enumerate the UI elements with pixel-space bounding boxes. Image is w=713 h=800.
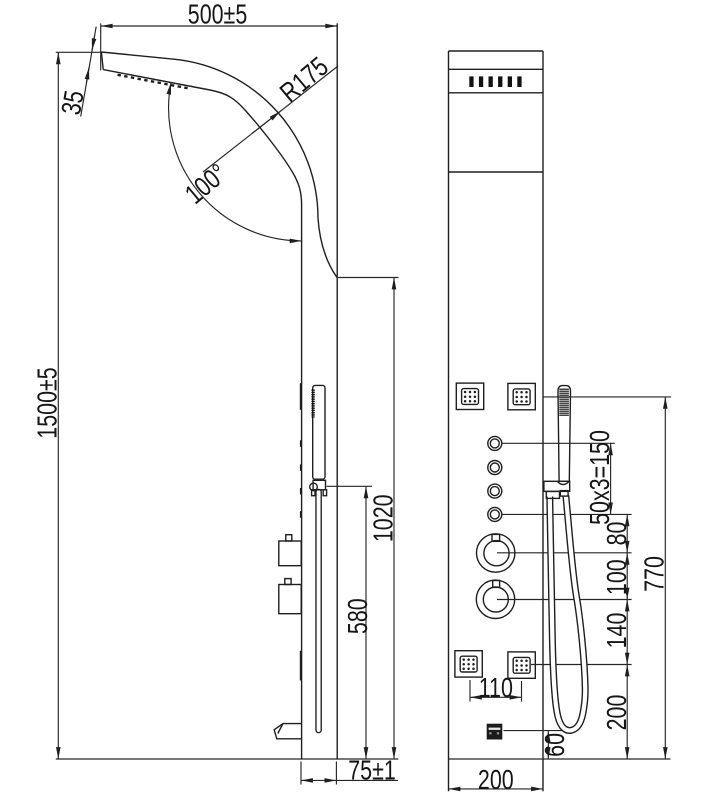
svg-text:200: 200 [602, 695, 632, 731]
svg-text:110: 110 [479, 674, 513, 704]
svg-text:770: 770 [640, 556, 670, 592]
svg-text:200: 200 [478, 766, 514, 796]
svg-text:35: 35 [57, 88, 91, 117]
svg-text:580: 580 [344, 598, 374, 634]
svg-text:1020: 1020 [369, 494, 399, 542]
svg-text:80: 80 [602, 522, 632, 546]
svg-text:1500±5: 1500±5 [33, 367, 63, 438]
svg-text:75±1: 75±1 [348, 756, 396, 786]
svg-text:60: 60 [540, 733, 570, 757]
svg-text:500±5: 500±5 [188, 0, 247, 30]
svg-text:100: 100 [602, 559, 632, 595]
svg-text:50x3=150: 50x3=150 [585, 430, 615, 525]
svg-text:140: 140 [602, 613, 632, 649]
